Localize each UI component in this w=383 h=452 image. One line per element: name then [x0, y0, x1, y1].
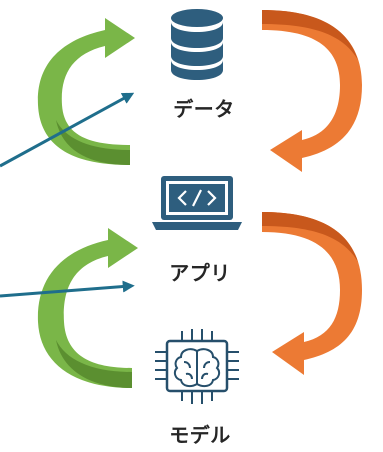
node-label-data: データ — [173, 97, 235, 121]
ai-chip-brain-icon — [155, 329, 239, 404]
node-label-app: アプリ — [169, 261, 231, 285]
node-label-model: モデル — [169, 423, 231, 447]
orange-loop-arrow-top — [262, 10, 362, 172]
laptop-code-icon — [152, 176, 242, 230]
pointer-arrow-to-app — [0, 280, 135, 298]
green-loop-arrow-bottom — [37, 228, 139, 388]
orange-loop-arrow-bottom — [262, 212, 362, 375]
database-icon — [171, 9, 223, 80]
pointer-arrow-to-data — [0, 92, 135, 168]
green-loop-arrow-top — [37, 18, 135, 165]
